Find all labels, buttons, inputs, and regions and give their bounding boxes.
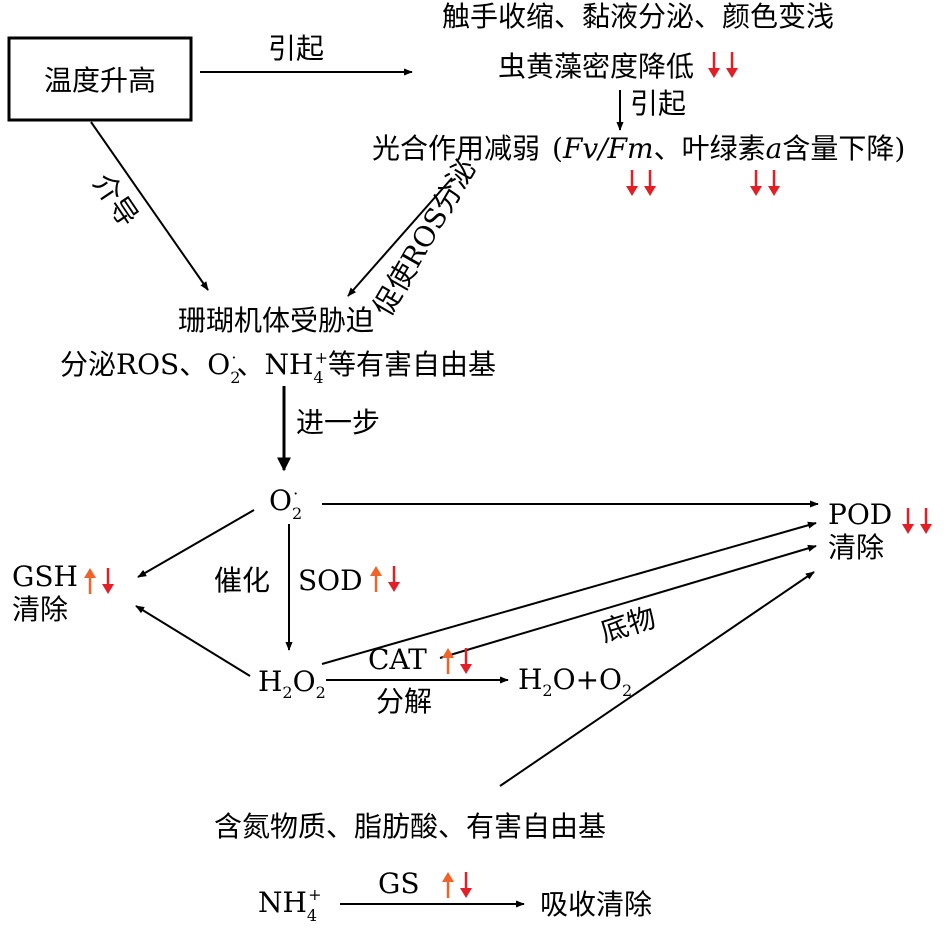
symptoms-text: 触手收缩、黏液分泌、颜色变浅 bbox=[442, 0, 834, 33]
products-sub: 2 bbox=[542, 681, 552, 700]
down-arrow-icon bbox=[644, 170, 656, 196]
o2-base: O bbox=[269, 484, 292, 517]
o2-node: O2· bbox=[269, 484, 302, 523]
down-arrow-icon bbox=[460, 648, 472, 674]
catalyze-label: 催化 bbox=[214, 564, 270, 597]
cause-label-2: 引起 bbox=[630, 87, 686, 120]
arrow-h2o2-to-gsh bbox=[135, 605, 251, 677]
o2-node-sub: 2 bbox=[292, 504, 302, 523]
down-arrow-icon bbox=[920, 508, 932, 534]
fvfm-indicator bbox=[626, 170, 656, 196]
o2-sub: 2 bbox=[230, 368, 240, 387]
chla-indicator bbox=[750, 170, 780, 196]
temperature-label: 温度升高 bbox=[44, 64, 156, 97]
cat-label: CAT bbox=[368, 643, 427, 676]
photo-line: 光合作用减弱 (Fv/Fm、叶绿素a含量下降) bbox=[372, 132, 905, 165]
up-arrow-icon bbox=[84, 568, 96, 594]
bottom-nh-base: NH bbox=[258, 886, 307, 919]
down-arrow-icon bbox=[768, 170, 780, 196]
arrow-box-to-stress bbox=[90, 121, 209, 291]
up-arrow-icon bbox=[442, 872, 454, 898]
arrow-harmful-to-pod bbox=[499, 571, 815, 787]
cat-indicator bbox=[442, 648, 472, 674]
photo-sep: 、叶绿素 bbox=[654, 132, 766, 165]
stress-line2: 分泌ROS、O2·、NH4+等有害自由基 bbox=[60, 348, 496, 387]
down-arrow-icon bbox=[726, 52, 738, 78]
gsh-label: GSH bbox=[12, 560, 78, 593]
h2o2-o: O bbox=[293, 665, 316, 698]
bottom-nh-sup: + bbox=[308, 885, 321, 904]
fvfm-text: Fv/Fm bbox=[562, 132, 654, 165]
h2o2-sub1: 2 bbox=[282, 683, 292, 702]
stress-line1: 珊瑚机体受胁迫 bbox=[178, 304, 374, 337]
chla-italic: a bbox=[766, 132, 783, 165]
nh-sub: 4 bbox=[313, 368, 323, 387]
down-arrow-icon bbox=[708, 52, 720, 78]
down-arrow-icon bbox=[460, 872, 472, 898]
bottom-nh-sub: 4 bbox=[307, 906, 317, 925]
h2o2-node: H2O2 bbox=[258, 665, 326, 702]
arrow-h2o2-to-pod bbox=[321, 521, 817, 665]
pod-label: POD bbox=[828, 498, 892, 531]
products-sub2: 2 bbox=[622, 681, 632, 700]
down-arrow-icon bbox=[626, 170, 638, 196]
bottom-nh4: NH4 + bbox=[258, 885, 322, 925]
down-arrow-icon bbox=[102, 568, 114, 594]
h2o2-h: H bbox=[258, 665, 282, 698]
further-label: 进一步 bbox=[296, 406, 380, 439]
sod-indicator bbox=[370, 566, 400, 592]
down-arrow-icon bbox=[902, 508, 914, 534]
arrow-photo-to-stress bbox=[347, 177, 453, 297]
nh-sup: + bbox=[315, 348, 328, 367]
decompose-label: 分解 bbox=[376, 685, 432, 718]
products-text: H2O+O2 bbox=[518, 663, 632, 700]
pod-clear: 清除 bbox=[828, 531, 884, 564]
up-arrow-icon bbox=[442, 648, 454, 674]
temperature-box bbox=[7, 36, 193, 122]
pod-indicator bbox=[902, 508, 932, 534]
gsh-indicator bbox=[84, 568, 114, 594]
sod-label: SOD bbox=[298, 564, 363, 597]
arrow-cat-to-pod bbox=[439, 544, 817, 659]
arrow-o2-to-gsh bbox=[137, 509, 255, 578]
down-arrow-icon bbox=[750, 170, 762, 196]
h2o2-sub2: 2 bbox=[316, 683, 326, 702]
stress-pre: 分泌ROS、O bbox=[60, 348, 230, 381]
up-arrow-icon bbox=[370, 566, 382, 592]
photo-open: ( bbox=[552, 132, 563, 165]
gs-indicator bbox=[442, 872, 472, 898]
o2-sup: · bbox=[231, 348, 236, 367]
mediate-label: 介导 bbox=[86, 167, 145, 232]
cause-label: 引起 bbox=[268, 32, 324, 65]
products-mid: O+O bbox=[553, 663, 622, 696]
gsh-clear: 清除 bbox=[12, 593, 68, 626]
absorb-text: 吸收清除 bbox=[540, 888, 652, 921]
down-arrow-icon bbox=[388, 566, 400, 592]
density-text: 虫黄藻密度降低 bbox=[498, 50, 694, 83]
o2-node-sup: · bbox=[293, 484, 298, 503]
photo-tail: 含量下降) bbox=[782, 132, 905, 165]
products-h: H bbox=[518, 663, 542, 696]
gs-label: GS bbox=[378, 867, 420, 900]
harmful-text: 含氮物质、脂肪酸、有害自由基 bbox=[214, 810, 606, 843]
photo-main: 光合作用减弱 bbox=[372, 132, 540, 165]
stress-post: 等有害自由基 bbox=[328, 348, 496, 381]
density-indicator bbox=[708, 52, 738, 78]
promote-ros-label: 促使ROS分泌 bbox=[366, 153, 482, 321]
stress-mid: 、NH bbox=[236, 348, 313, 381]
